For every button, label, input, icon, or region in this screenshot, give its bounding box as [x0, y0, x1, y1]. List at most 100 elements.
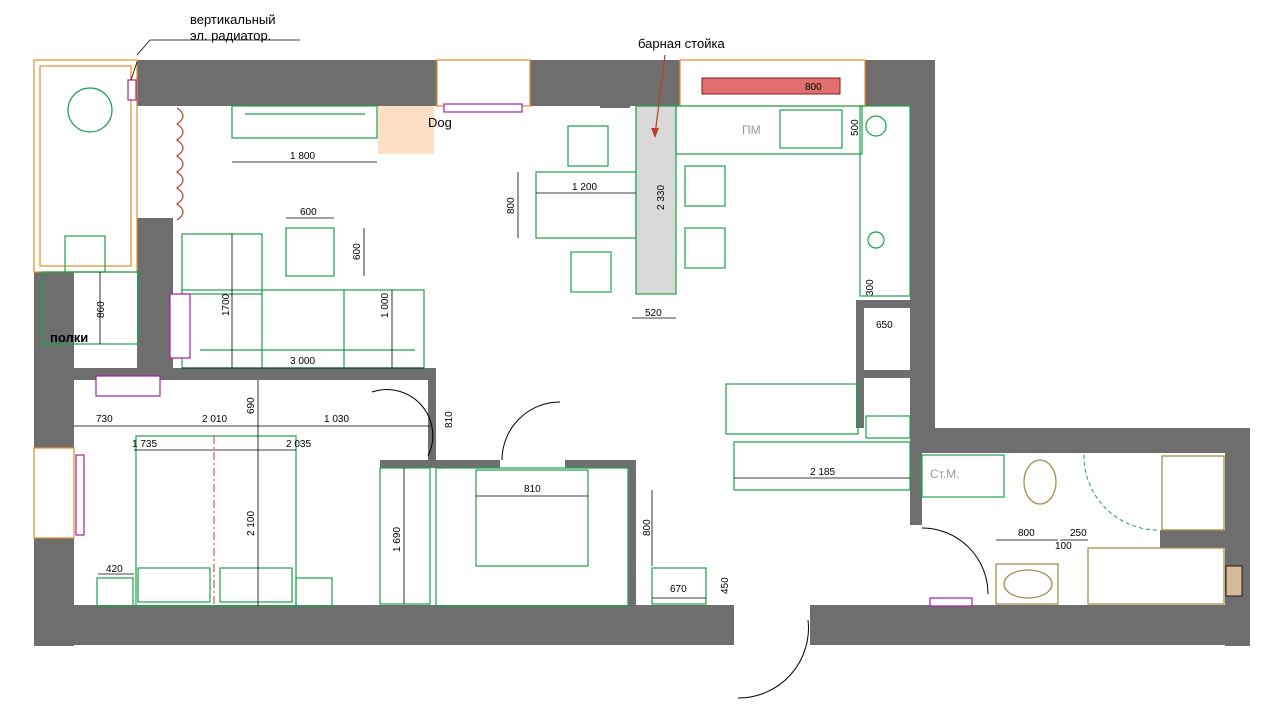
pouf	[285, 227, 335, 277]
pillow-2	[219, 567, 293, 603]
living-room	[169, 103, 523, 369]
dining-chair-2	[570, 251, 612, 293]
hall-cabinet	[725, 383, 859, 435]
dim-bed-2100: 2 100	[246, 511, 257, 536]
dim-pouf-d: 600	[352, 243, 363, 260]
living-radiator-2	[169, 293, 191, 359]
annotations: вертикальный эл. радиатор. барная стойка…	[50, 12, 960, 481]
living-radiator	[443, 103, 523, 113]
dim-wardrobe-800: 800	[642, 519, 653, 536]
partition-hall	[628, 460, 636, 606]
wardrobe-large	[435, 467, 629, 607]
windows	[33, 59, 866, 539]
loggia	[41, 39, 300, 345]
hob	[701, 77, 841, 95]
wall-left-exterior	[34, 272, 74, 448]
doors	[371, 389, 1159, 699]
wall-bottom-right	[810, 605, 1250, 645]
dim-fridge: 300	[865, 279, 876, 296]
dim-pouf-w: 600	[300, 207, 317, 218]
radiator-label-2: эл. радиатор.	[190, 28, 271, 43]
radiator-label-1: вертикальный	[190, 12, 276, 27]
partition-wardrobe-top	[380, 460, 500, 468]
washbasin	[995, 563, 1059, 605]
bar-arrowhead	[651, 128, 659, 138]
bed	[135, 435, 297, 607]
partition-bedroom-top	[74, 368, 436, 380]
wall-bath-left	[910, 453, 922, 525]
wall-right-upper	[910, 60, 935, 430]
loggia-desk	[41, 271, 139, 345]
dim-bed-730: 730	[96, 414, 113, 425]
dim-sofa-1700: 1700	[221, 293, 232, 316]
window-bedroom	[33, 447, 75, 539]
dimension-text: 1 800 600 600 3 000 1700 1 000 1 200 800…	[96, 82, 1087, 595]
kitchen-counter-right	[859, 105, 911, 297]
bedroom-radiator	[95, 375, 161, 397]
dim-bath-100: 100	[1055, 541, 1072, 552]
dim-cab650: 650	[876, 320, 893, 331]
shoe-cabinet	[651, 567, 707, 605]
dim-sofa-1000: 1 000	[380, 293, 391, 318]
wall-corner	[137, 60, 177, 106]
dim-bed-1030: 1 030	[324, 414, 349, 425]
vertical-radiator	[127, 79, 137, 101]
partition-storage-h2	[864, 370, 910, 378]
bath-radiator	[1225, 565, 1243, 597]
kitchen-tap-2	[867, 231, 885, 249]
kitchen	[675, 77, 911, 439]
hall-radiator	[929, 597, 973, 607]
dining-chair-1	[567, 125, 609, 167]
dim-door-450: 450	[720, 577, 731, 594]
dim-desk: 860	[96, 301, 107, 318]
shower	[1161, 455, 1225, 531]
wall-top-mid2	[600, 100, 630, 108]
dim-sink: 500	[850, 119, 861, 136]
bedroom-radiator-2	[75, 454, 85, 536]
wall-left-upper	[137, 218, 173, 368]
washing-machine	[921, 454, 1005, 498]
hall	[435, 441, 973, 607]
kitchen-counter-top	[675, 105, 863, 155]
storage-shelf	[865, 415, 911, 439]
bar-stool-1	[684, 165, 726, 207]
window-loggia-inner	[39, 65, 132, 267]
partition-storage	[856, 300, 864, 428]
dim-bath-250: 250	[1070, 528, 1087, 539]
wall-bath-top	[910, 428, 1250, 453]
dog-bed	[378, 106, 434, 154]
dining	[535, 54, 726, 295]
dishwasher-label: ПМ	[742, 123, 761, 137]
wall-bottom-left	[34, 605, 734, 645]
door-bedroom	[371, 389, 434, 457]
dim-bed-420: 420	[106, 564, 123, 575]
dim-bar-depth: 520	[645, 308, 662, 319]
window-living	[436, 59, 531, 107]
armchair	[67, 87, 113, 133]
wall-top-mid	[530, 60, 680, 106]
dim-sofa: 3 000	[290, 356, 315, 367]
walls	[34, 60, 1250, 646]
dimension-lines	[74, 161, 1088, 606]
partition-storage-h1	[864, 300, 910, 308]
dim-hob: 800	[805, 82, 822, 93]
bathroom	[921, 454, 1243, 605]
door-wardrobe	[501, 401, 561, 461]
wardrobe-bedroom	[379, 467, 431, 605]
curtain	[175, 107, 184, 221]
washer-label: Ст.М.	[930, 467, 960, 481]
bar-arrow	[654, 54, 666, 136]
nightstand-left	[96, 577, 134, 607]
dog-label: Dog	[428, 115, 452, 130]
dim-bed-2035: 2 035	[286, 439, 311, 450]
dim-bed-810: 810	[444, 411, 455, 428]
wall-shower	[1160, 530, 1225, 548]
dim-shoe-670: 670	[670, 584, 687, 595]
dim-bar: 2 330	[656, 185, 667, 210]
toilet	[1023, 459, 1057, 505]
dim-bed-2010: 2 010	[202, 414, 227, 425]
partition-wardrobe-top2	[565, 460, 635, 468]
wardrobe-section	[475, 469, 589, 567]
dim-bath-800: 800	[1018, 528, 1035, 539]
